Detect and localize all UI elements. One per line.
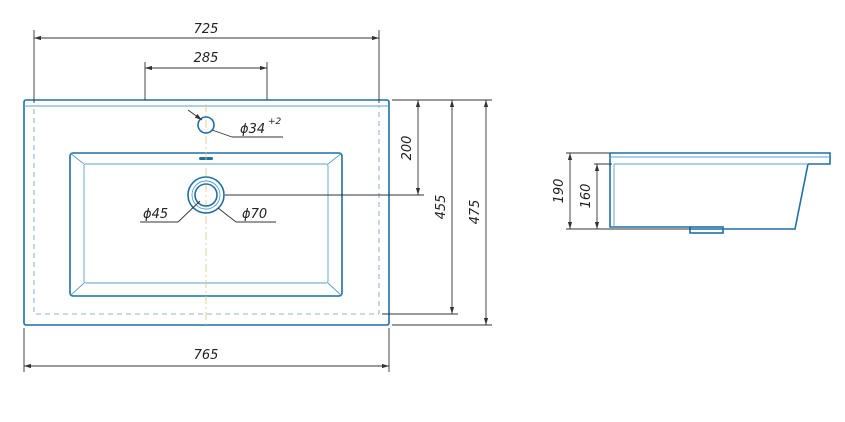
dim-160-label: 160	[579, 184, 594, 209]
dim-765-label: 765	[194, 348, 219, 363]
hidden-outline	[33, 105, 380, 315]
basin-outline	[23, 99, 390, 326]
dim-725-label: 725	[194, 22, 219, 37]
dim-190-label: 190	[552, 179, 567, 204]
tap-hole	[197, 116, 215, 134]
dim-200-label: 200	[400, 136, 415, 161]
top-view: 725 285 765 ϕ34 +2 ϕ45 ϕ70 200	[23, 22, 492, 372]
dim-455-label: 455	[434, 195, 449, 220]
dim-475-label: 475	[468, 200, 483, 225]
drain-outer-label: ϕ70	[242, 207, 267, 222]
side-view: 190 160	[552, 152, 831, 234]
side-drain	[689, 226, 724, 234]
tap-hole-label: ϕ34	[240, 122, 265, 137]
drain-inner-label: ϕ45	[143, 207, 168, 222]
dim-285-label: 285	[194, 51, 219, 66]
tap-hole-tolerance: +2	[268, 117, 282, 127]
side-slab	[610, 152, 831, 165]
drain-outer	[187, 176, 225, 214]
drain-inner	[194, 183, 218, 207]
